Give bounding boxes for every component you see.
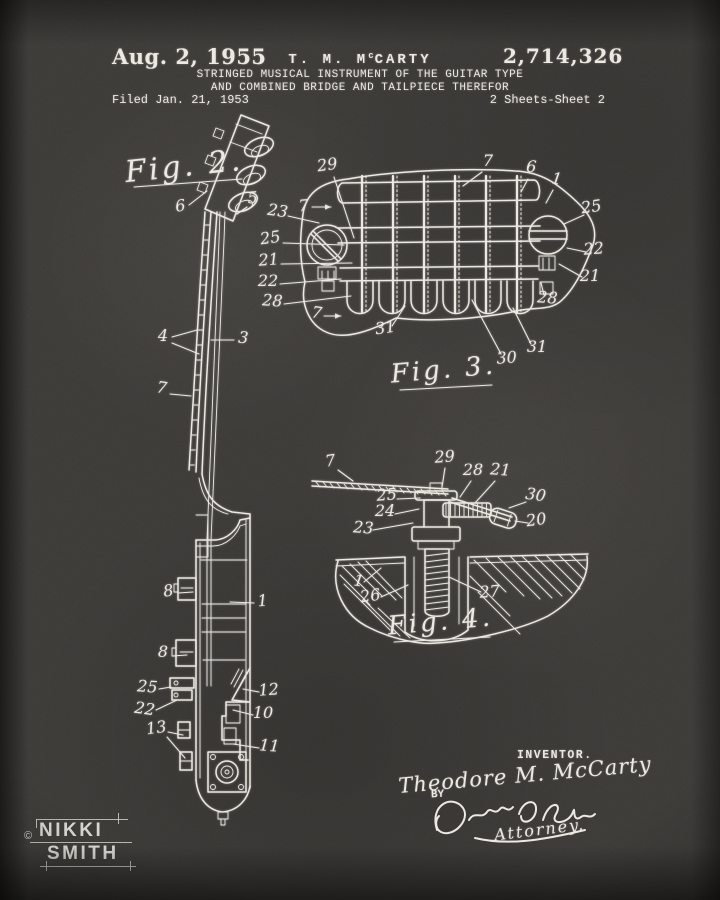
- callout-24: 24: [374, 501, 395, 520]
- callout-21: 21: [489, 459, 512, 479]
- callout-7: 7: [155, 377, 169, 397]
- callout-26: 26: [358, 585, 382, 607]
- callout-28: 28: [261, 290, 284, 310]
- callout-7: 7: [483, 151, 494, 170]
- callout-25: 25: [579, 196, 603, 218]
- leader-arrowhead: [325, 204, 331, 210]
- callout-22: 22: [582, 238, 605, 258]
- watermark-tick: [130, 861, 131, 871]
- callout-13: 13: [145, 717, 168, 739]
- callout-23: 23: [265, 200, 289, 222]
- fig4-label: Fig. 4.: [386, 602, 495, 641]
- callout-30: 30: [524, 484, 547, 506]
- callout-12: 12: [258, 679, 280, 699]
- callout-4: 4: [157, 326, 168, 345]
- callout-28: 28: [462, 460, 483, 479]
- callout-10: 10: [253, 703, 273, 722]
- callout-30: 30: [496, 347, 518, 367]
- callout-20: 20: [524, 509, 548, 531]
- callout-8: 8: [158, 642, 168, 661]
- callout-11: 11: [259, 735, 281, 755]
- callout-31: 31: [527, 337, 547, 356]
- callout-1: 1: [257, 591, 268, 611]
- callout-28: 28: [536, 287, 559, 307]
- watermark-tick: [118, 813, 119, 824]
- callout-7: 7: [310, 302, 324, 322]
- watermark-tick: [46, 861, 47, 871]
- callout-6: 6: [526, 157, 537, 177]
- fig3-label: Fig. 3.: [389, 350, 498, 389]
- callout-22: 22: [132, 698, 156, 720]
- leader-arrowhead: [335, 313, 341, 319]
- watermark-name-line1: NIKKI: [39, 820, 104, 841]
- watermark-tick: [36, 819, 37, 828]
- callout-29: 29: [315, 154, 339, 176]
- watermark-line: [40, 866, 136, 867]
- callout-8: 8: [162, 580, 175, 600]
- callout-27: 27: [478, 581, 501, 602]
- callout-5: 5: [247, 188, 258, 208]
- callout-29: 29: [433, 446, 456, 466]
- callout-22: 22: [257, 271, 278, 290]
- callout-25: 25: [136, 676, 159, 696]
- callout-6: 6: [174, 195, 187, 215]
- callout-3: 3: [238, 328, 249, 348]
- callout-21: 21: [257, 249, 280, 269]
- callout-1: 1: [550, 168, 563, 188]
- callout-31: 31: [374, 317, 397, 339]
- callout-7: 7: [324, 450, 338, 470]
- callout-23: 23: [352, 517, 375, 537]
- watermark-name-line2: SMITH: [47, 843, 119, 864]
- watermark-copyright: ©: [24, 830, 35, 842]
- artist-watermark: © NIKKI SMITH: [0, 0, 160, 871]
- callout-21: 21: [579, 266, 600, 285]
- callout-25: 25: [258, 227, 282, 249]
